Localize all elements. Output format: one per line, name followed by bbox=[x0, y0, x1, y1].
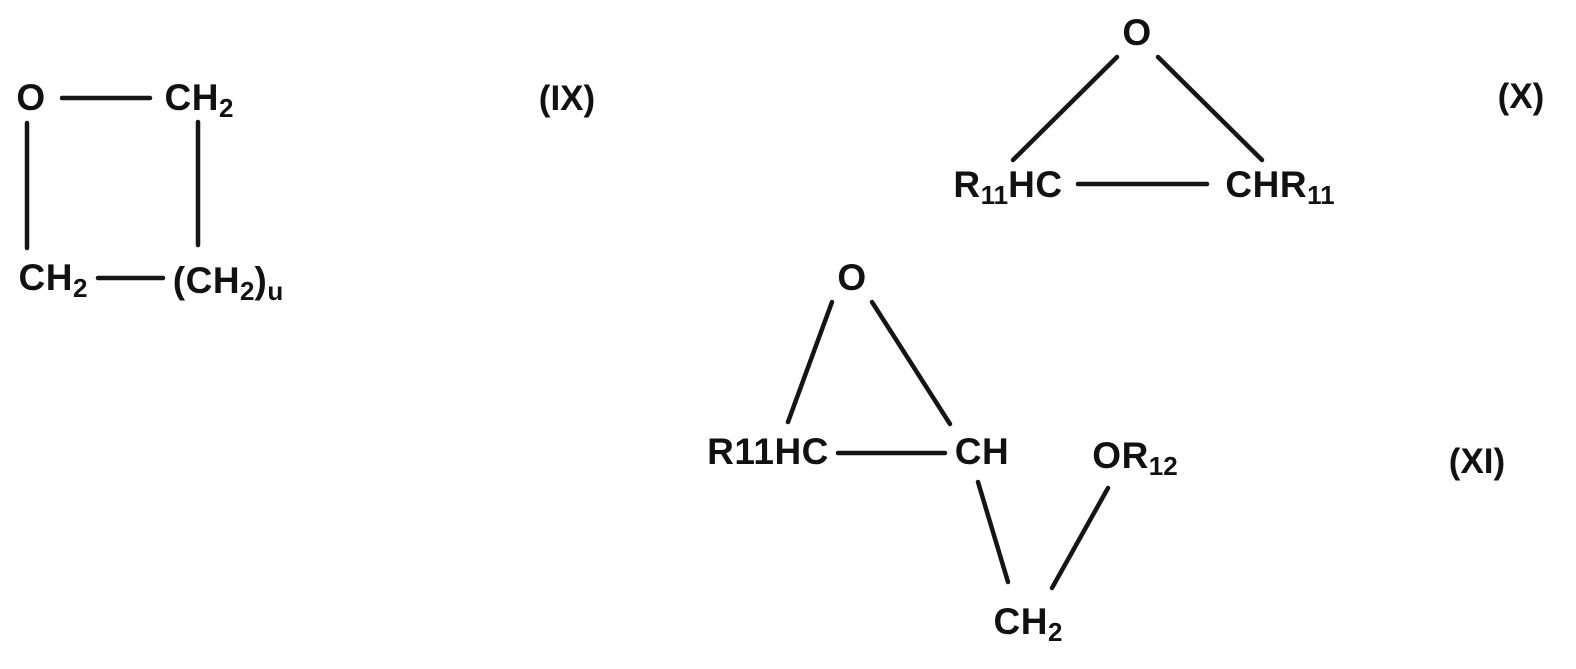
bond-xi-or12-ch2 bbox=[1049, 485, 1111, 591]
bond-xi-o-left bbox=[785, 299, 835, 425]
bond-x-o-right bbox=[1155, 54, 1265, 163]
bond-x-o-left bbox=[1010, 54, 1120, 163]
bond-xi-ch-ch2 bbox=[975, 479, 1011, 585]
bond-xi-o-right bbox=[869, 299, 953, 427]
